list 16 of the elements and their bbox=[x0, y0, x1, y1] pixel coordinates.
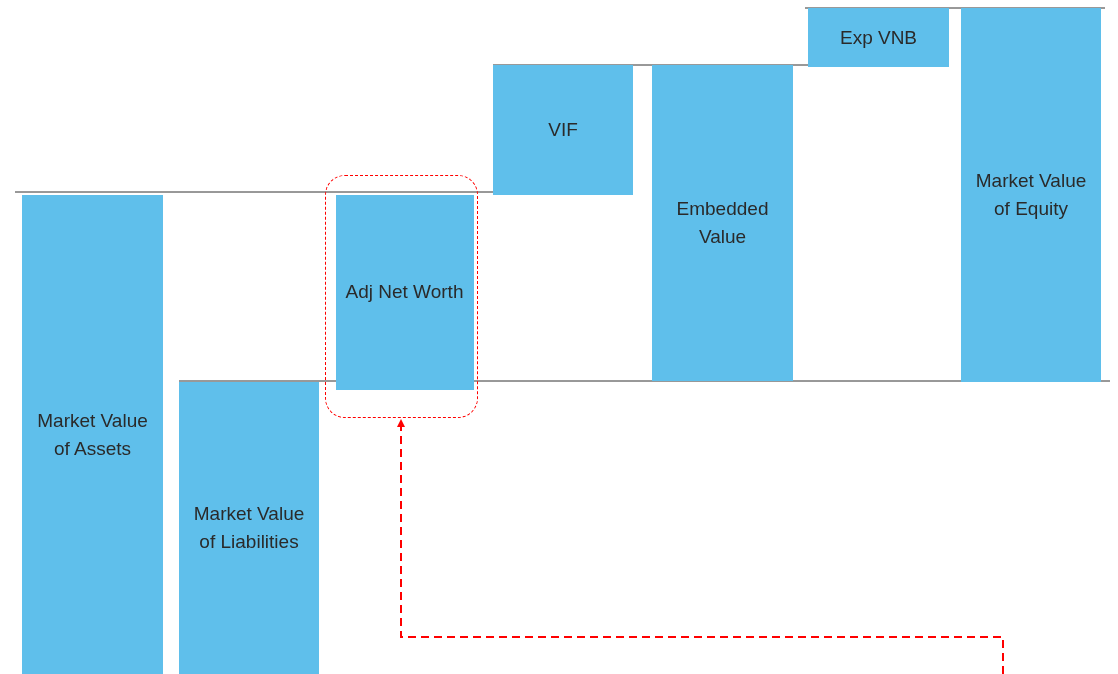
bar-label: Embedded Value bbox=[675, 197, 770, 249]
highlight-box bbox=[325, 175, 478, 418]
value-bar bbox=[335, 194, 474, 390]
bar-label: Market Value of Equity bbox=[974, 169, 1088, 221]
bar-label: VIF bbox=[548, 118, 578, 143]
value-bar bbox=[961, 8, 1101, 382]
bar-label: Exp VNB bbox=[839, 25, 918, 50]
bar-label: Market Value of Liabilities bbox=[192, 502, 306, 554]
value-bar bbox=[179, 382, 319, 674]
value-bar bbox=[652, 65, 793, 381]
bar-label: Adj Net Worth bbox=[345, 280, 464, 305]
value-bar bbox=[22, 195, 163, 674]
value-bar bbox=[493, 65, 633, 195]
bar-label: Market Value of Assets bbox=[36, 408, 149, 461]
dashed-arrow bbox=[397, 419, 1004, 674]
value-bar bbox=[808, 8, 949, 67]
